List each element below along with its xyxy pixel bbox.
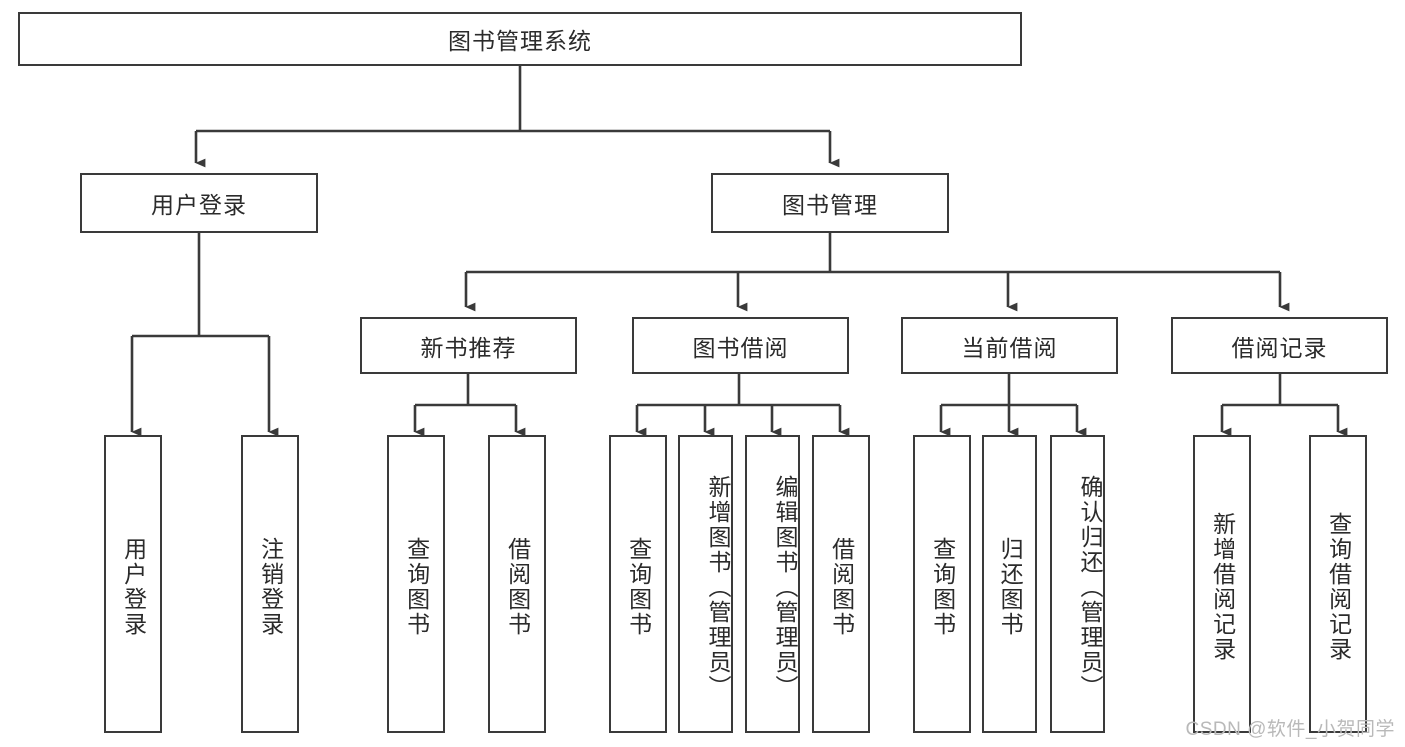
leaf-label: 借阅图书 [828, 537, 855, 637]
leaf-label: 查询图书 [403, 537, 430, 637]
leaf-label: 借阅图书 [504, 537, 531, 637]
leaf-label: 查询图书 [929, 537, 956, 637]
node-root-system[interactable]: 图书管理系统 [18, 12, 1022, 66]
node-new-book-recommend[interactable]: 新书推荐 [360, 317, 577, 374]
leaf-borrow-book-1[interactable]: 借阅图书 [488, 435, 546, 733]
leaf-query-book-3[interactable]: 查询图书 [913, 435, 971, 733]
leaf-label: 新增借阅记录 [1209, 512, 1236, 662]
node-current-borrow[interactable]: 当前借阅 [901, 317, 1118, 374]
leaf-confirm-return[interactable]: 确认归还（管理员） [1050, 435, 1105, 733]
leaf-query-book-1[interactable]: 查询图书 [387, 435, 445, 733]
leaf-edit-book[interactable]: 编辑图书（管理员） [745, 435, 800, 733]
leaf-label: 归还图书 [997, 537, 1024, 637]
node-book-borrow[interactable]: 图书借阅 [632, 317, 849, 374]
leaf-label: 注销登录 [257, 537, 284, 637]
leaf-borrow-book-2[interactable]: 借阅图书 [812, 435, 870, 733]
leaf-label: 新增图书（管理员） [705, 474, 731, 700]
leaf-add-record[interactable]: 新增借阅记录 [1193, 435, 1251, 733]
node-borrow-record[interactable]: 借阅记录 [1171, 317, 1388, 374]
leaf-return-book[interactable]: 归还图书 [982, 435, 1037, 733]
node-book-management[interactable]: 图书管理 [711, 173, 949, 233]
leaf-user-login[interactable]: 用户登录 [104, 435, 162, 733]
csdn-watermark: CSDN @软件_小贺同学 [1185, 719, 1395, 740]
leaf-label: 查询借阅记录 [1325, 512, 1352, 662]
leaf-query-record[interactable]: 查询借阅记录 [1309, 435, 1367, 733]
leaf-add-book[interactable]: 新增图书（管理员） [678, 435, 733, 733]
leaf-logout-login[interactable]: 注销登录 [241, 435, 299, 733]
node-user-login[interactable]: 用户登录 [80, 173, 318, 233]
leaf-query-book-2[interactable]: 查询图书 [609, 435, 667, 733]
leaf-label: 用户登录 [120, 537, 147, 637]
leaf-label: 确认归还（管理员） [1077, 474, 1103, 700]
leaf-label: 查询图书 [625, 537, 652, 637]
leaf-label: 编辑图书（管理员） [772, 474, 798, 700]
